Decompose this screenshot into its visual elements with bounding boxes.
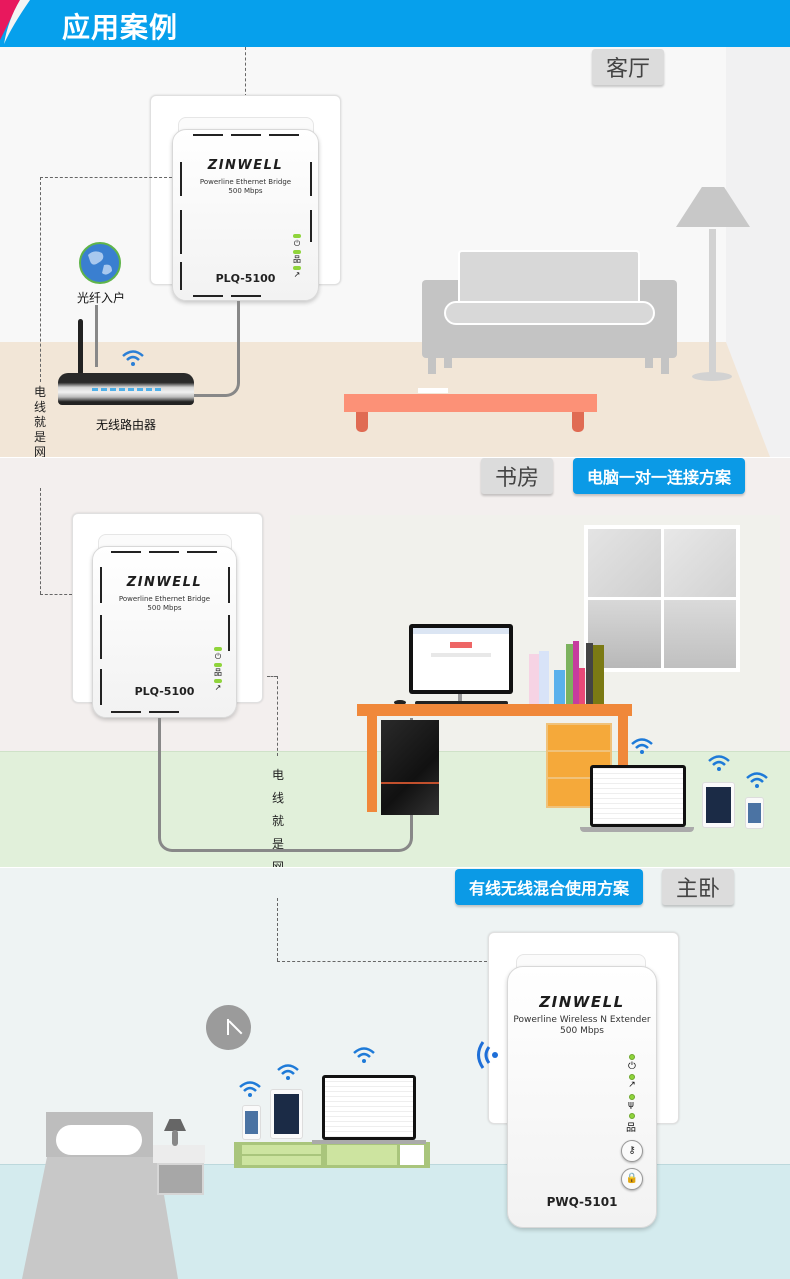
window — [584, 525, 740, 672]
smartphone — [745, 797, 764, 829]
model-number: PWQ-5101 — [546, 1195, 618, 1209]
bed — [22, 1157, 178, 1279]
mouse — [394, 700, 406, 705]
tablet — [702, 782, 735, 828]
wifi-icon — [746, 772, 768, 788]
router-antenna — [78, 319, 83, 375]
connection-line — [40, 177, 172, 178]
laptop — [322, 1075, 416, 1140]
pc-tower — [381, 720, 439, 815]
power-icon: ⏻ — [214, 652, 222, 661]
wall-clock — [206, 1005, 251, 1050]
nightstand — [153, 1145, 205, 1163]
wifi-icon — [708, 755, 730, 771]
wifi-antenna-icon: ψ — [628, 1100, 634, 1110]
smartphone — [242, 1105, 261, 1140]
laptop — [590, 765, 686, 827]
wireless-router — [58, 373, 194, 405]
product-speed: 500 Mbps — [560, 1026, 604, 1036]
connection-line — [40, 594, 72, 595]
brand-logo: ZINWELL — [539, 993, 625, 1011]
product-subtitle: Powerline Wireless N Extender — [513, 1015, 651, 1025]
books — [593, 645, 604, 704]
section-header: 应用案例 — [0, 0, 790, 47]
powerline-adapter-plq5100: ZINWELL Powerline Ethernet Bridge 500 Mb… — [172, 129, 319, 301]
connection-line — [277, 961, 487, 962]
scheme-label-study: 电脑一对一连接方案 — [573, 458, 746, 494]
scheme-label-bedroom: 有线无线混合使用方案 — [455, 869, 644, 905]
sofa-cushion — [444, 301, 655, 325]
room-label-bedroom: 主卧 — [662, 869, 735, 905]
connection-line — [277, 676, 278, 756]
lock-button[interactable]: 🔒 — [621, 1168, 643, 1190]
room-label-study: 书房 — [481, 458, 554, 494]
connection-line — [245, 47, 246, 97]
router-label: 无线路由器 — [96, 418, 157, 432]
model-number: PLQ-5100 — [215, 272, 276, 285]
powerline-adapter-plq5100: ZINWELL Powerline Ethernet Bridge 500 Mb… — [92, 546, 237, 718]
ethernet-cable — [237, 301, 240, 379]
product-subtitle: Powerline Ethernet Bridge — [199, 178, 292, 186]
tablet — [270, 1089, 303, 1139]
wifi-icon — [353, 1047, 375, 1063]
ethernet-icon: 品 — [626, 1123, 636, 1134]
wifi-icon — [277, 1064, 299, 1080]
power-icon: ⏻ — [628, 1061, 636, 1072]
powerline-icon: ↗ — [293, 270, 301, 279]
connection-line — [40, 488, 41, 594]
wifi-broadcast-icon — [477, 1041, 498, 1069]
key-button[interactable]: ⚷ — [621, 1140, 643, 1162]
ethernet-icon: 品 — [293, 255, 301, 264]
fiber-cable — [95, 305, 98, 367]
router-leds — [92, 388, 162, 391]
product-speed: 500 Mbps — [228, 187, 263, 195]
floor-lamp-base — [692, 372, 732, 381]
model-number: PLQ-5100 — [134, 685, 195, 698]
page-curl-icon — [0, 0, 30, 44]
globe-icon — [79, 242, 121, 284]
floor-lamp-pole — [709, 229, 716, 379]
pillow — [56, 1125, 142, 1155]
ethernet-icon: 品 — [214, 668, 222, 677]
product-speed: 500 Mbps — [147, 604, 182, 612]
study-scene: 书房 电脑一对一连接方案 ZINWELL Powerline Ethernet … — [0, 457, 790, 920]
wireless-extender-pwq5101: ZINWELL Powerline Wireless N Extender 50… — [507, 966, 657, 1228]
coffee-table — [344, 394, 597, 412]
monitor-stand — [415, 701, 508, 705]
powerline-icon: ↗ — [628, 1080, 636, 1090]
ethernet-cable — [194, 377, 240, 397]
remote — [418, 388, 448, 393]
connection-line — [277, 898, 278, 961]
power-icon: ⏻ — [293, 239, 301, 248]
wifi-icon — [239, 1081, 261, 1097]
table-lamp — [164, 1119, 186, 1131]
wifi-icon — [122, 350, 144, 366]
wifi-icon — [631, 738, 653, 754]
sofa-back — [458, 250, 640, 306]
page-title: 应用案例 — [62, 11, 179, 44]
living-room-scene: 客厅 ZINWELL Powerline Ethernet Bridge 500… — [0, 47, 790, 490]
brand-logo: ZINWELL — [207, 158, 284, 173]
desk — [357, 704, 632, 716]
room-label-living: 客厅 — [592, 49, 665, 85]
powerline-icon: ↗ — [214, 683, 222, 692]
bedroom-scene: 有线无线混合使用方案 主卧 ZINWELL Powerline Wireless… — [0, 867, 790, 1279]
desktop-monitor — [409, 624, 513, 694]
product-subtitle: Powerline Ethernet Bridge — [118, 595, 211, 603]
fiber-label: 光纤入户 — [77, 291, 126, 305]
tv-stand — [234, 1142, 430, 1168]
connection-line — [40, 177, 41, 382]
brand-logo: ZINWELL — [126, 575, 203, 590]
connection-line — [267, 676, 277, 677]
